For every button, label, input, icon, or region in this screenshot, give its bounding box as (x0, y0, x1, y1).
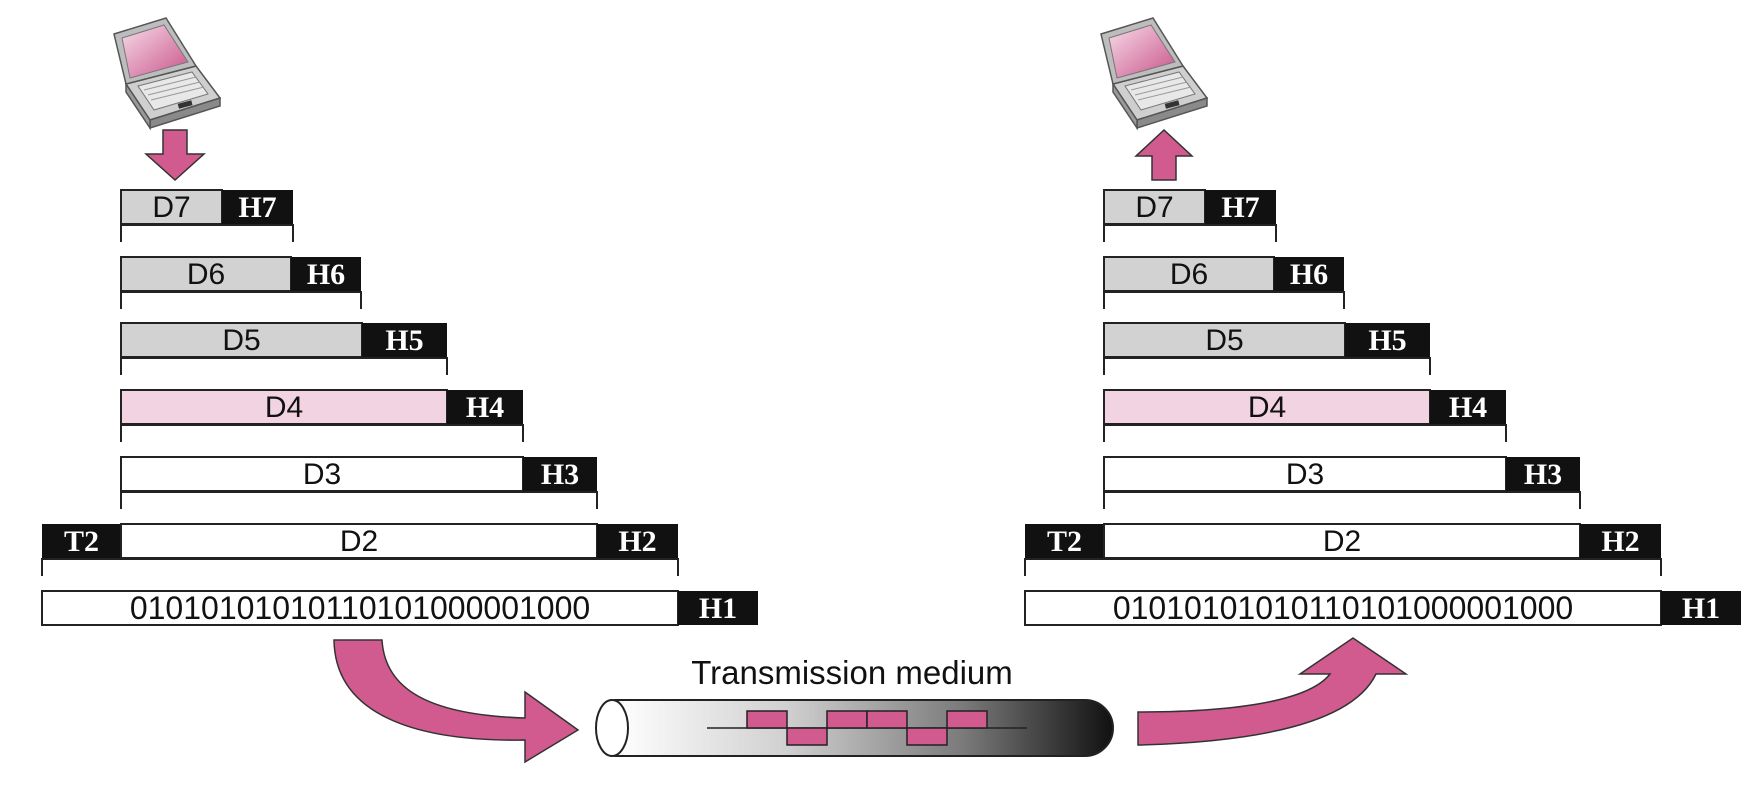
header-block (1661, 591, 1741, 625)
header-block (1345, 323, 1430, 357)
data-block (1103, 389, 1431, 425)
encapsulation-bracket (120, 491, 598, 509)
signal-pulses (746, 710, 988, 746)
transmission-medium: Transmission medium (595, 654, 1114, 757)
data-label: D5 (1205, 324, 1243, 357)
receiver-layer-row: D3 H3 (1103, 456, 1581, 509)
signal-pulse (946, 710, 988, 729)
encapsulation-bracket (41, 558, 679, 576)
trailer-label: T2 (64, 525, 99, 558)
bits-label: 01010101010110101000001000 (1113, 590, 1573, 626)
signal-pulse (866, 710, 908, 729)
receiver-layer-row: D6 H6 (1103, 256, 1345, 309)
data-label: D2 (340, 525, 378, 558)
data-label: D7 (1135, 191, 1173, 224)
data-label: D6 (1170, 258, 1208, 291)
encapsulation-bracket (1103, 491, 1581, 509)
signal-pulse (826, 710, 868, 729)
receiver-layer-row: T2 D2 H2 (1024, 523, 1662, 576)
header-block (678, 591, 758, 625)
encapsulation-bracket (1103, 291, 1345, 309)
receiver-bits-row: 01010101010110101000001000 H1 (1024, 590, 1741, 626)
data-block (120, 256, 292, 292)
data-label: D7 (152, 191, 190, 224)
header-block (1580, 524, 1661, 558)
sender-layer-row: D5 H5 (120, 322, 448, 375)
data-label: D4 (265, 391, 303, 424)
header-block (362, 323, 447, 357)
bits-block (1024, 590, 1662, 626)
header-block (1205, 190, 1276, 224)
header-block (1430, 390, 1506, 424)
header-block (291, 257, 361, 291)
encapsulation-bracket (120, 224, 294, 242)
medium-label: Transmission medium (691, 654, 1013, 691)
header-block (523, 457, 597, 491)
data-label: D4 (1248, 391, 1286, 424)
signal-pulse (746, 710, 788, 729)
bits-label: 01010101010110101000001000 (130, 590, 590, 626)
header-label: H2 (1601, 525, 1639, 558)
data-label: D2 (1323, 525, 1361, 558)
trailer-label: T2 (1047, 525, 1082, 558)
data-block (120, 523, 598, 559)
encapsulation-bracket (120, 357, 448, 375)
receiver-laptop-icon (1100, 17, 1208, 129)
encapsulation-bracket (120, 424, 524, 442)
header-label: H5 (1368, 324, 1406, 357)
sender-layer-row: D6 H6 (120, 256, 362, 309)
receiver-layer-row: D7 H7 (1103, 189, 1277, 242)
encapsulation-bracket (1103, 424, 1507, 442)
curved-arrow-from-medium (1137, 637, 1409, 746)
sender-layer-row: D7 H7 (120, 189, 294, 242)
down-arrow-icon (144, 129, 206, 182)
sender-bits-row: 01010101010110101000001000 H1 (41, 590, 758, 626)
cable-end (595, 699, 629, 757)
signal-pulse (786, 727, 828, 746)
up-arrow-icon (1134, 128, 1194, 181)
header-label: H5 (385, 324, 423, 357)
signal-pulse (906, 727, 948, 746)
header-label: H6 (1290, 258, 1328, 291)
encapsulation-bracket (120, 291, 362, 309)
trailer-block (42, 524, 121, 558)
header-block (1506, 457, 1580, 491)
data-block (1103, 456, 1507, 492)
encapsulation-bracket (1103, 224, 1277, 242)
header-label: H7 (238, 191, 276, 224)
header-label: H7 (1221, 191, 1259, 224)
data-label: D3 (303, 458, 341, 491)
encapsulation-bracket (1103, 357, 1431, 375)
header-label: H3 (541, 458, 579, 491)
receiver-layer-row: D5 H5 (1103, 322, 1431, 375)
header-label: H1 (1682, 592, 1720, 625)
header-block (1274, 257, 1344, 291)
trailer-block (1025, 524, 1104, 558)
header-label: H6 (307, 258, 345, 291)
header-label: H4 (466, 391, 504, 424)
data-label: D3 (1286, 458, 1324, 491)
sender-layer-row: D3 H3 (120, 456, 598, 509)
header-label: H2 (618, 525, 656, 558)
encapsulation-bracket (1024, 558, 1662, 576)
header-block (222, 190, 293, 224)
sender-layer-row: T2 D2 H2 (41, 523, 679, 576)
header-label: H1 (699, 592, 737, 625)
curved-arrow-to-medium (333, 639, 580, 764)
sender-layer-row: D4 H4 (120, 389, 524, 442)
data-label: D6 (187, 258, 225, 291)
data-block (1103, 256, 1275, 292)
receiver-layer-row: D4 H4 (1103, 389, 1507, 442)
sender-laptop-icon (113, 17, 221, 129)
header-label: H3 (1524, 458, 1562, 491)
header-block (447, 390, 523, 424)
data-label: D5 (222, 324, 260, 357)
header-label: H4 (1449, 391, 1487, 424)
header-block (597, 524, 678, 558)
data-block (1103, 189, 1206, 225)
